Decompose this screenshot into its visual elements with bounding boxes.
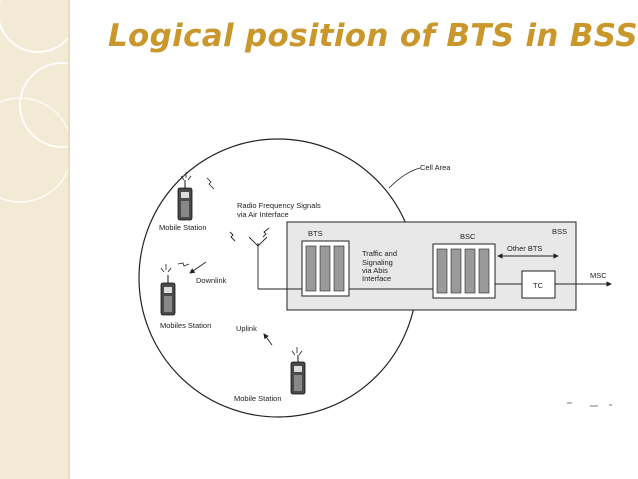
slide-title: Logical position of BTS in BSS <box>108 18 638 54</box>
signal-spark-icon <box>180 172 215 190</box>
antenna-icon <box>248 236 302 290</box>
bts-card <box>333 245 345 292</box>
bss-label: BSS <box>552 227 567 236</box>
downlink-arrow <box>189 261 207 274</box>
bsc-card <box>478 248 490 294</box>
bts-card <box>305 245 317 292</box>
signal-spark-icon <box>160 262 190 273</box>
other-bts-label: Other BTS <box>507 244 542 253</box>
msc-label: MSC <box>590 271 607 280</box>
bts-card <box>319 245 331 292</box>
traffic-label: Traffic and <box>362 249 397 258</box>
traffic-label: via Abis <box>362 266 388 275</box>
sidebar-decoration <box>0 0 68 203</box>
traffic-label: Signaling <box>362 258 393 267</box>
mobile-phone-icon <box>177 180 193 221</box>
mobile-phone-icon <box>290 355 306 395</box>
mobile-phone-icon <box>160 275 176 316</box>
sidebar-divider <box>68 0 70 479</box>
cell-area-label: Cell Area <box>420 163 451 172</box>
radio-signals-label: via Air Interface <box>237 210 289 219</box>
slide-sidebar <box>0 0 68 479</box>
tc-unit <box>521 270 556 299</box>
mobiles-station-label: Mobiles Station <box>160 321 211 330</box>
bts-label: BTS <box>308 229 323 238</box>
mobile-station-bottom-label: Mobile Station <box>234 394 282 403</box>
radio-wave-icon <box>229 227 270 242</box>
mobile-station-label: Mobile Station <box>159 223 207 232</box>
bsc-card <box>436 248 448 294</box>
cell-area-leader <box>388 167 421 189</box>
bsc-card <box>450 248 462 294</box>
uplink-label: Uplink <box>236 324 257 333</box>
radio-signals-label: Radio Frequency Signals <box>237 201 321 210</box>
tc-label: TC <box>533 281 544 290</box>
scan-artifact <box>567 402 612 407</box>
bsc-label: BSC <box>460 232 476 241</box>
uplink-arrow <box>263 333 273 346</box>
signal-spark-icon <box>291 347 303 356</box>
downlink-label: Downlink <box>196 276 227 285</box>
bsc-card <box>464 248 476 294</box>
traffic-label: Interface <box>362 274 391 283</box>
